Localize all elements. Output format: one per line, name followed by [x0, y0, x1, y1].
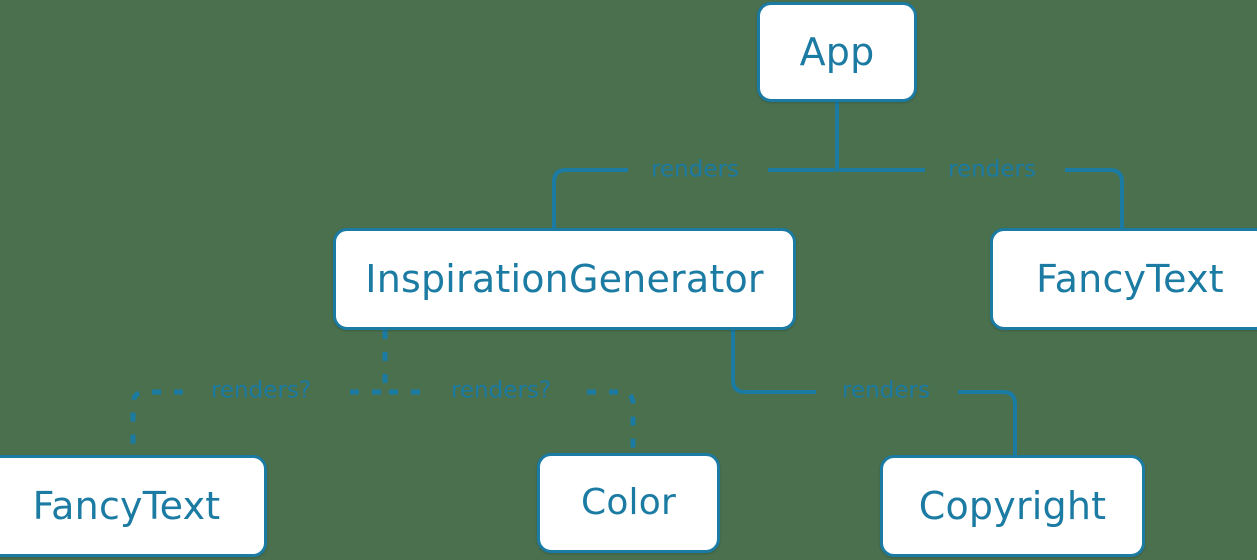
edge-label-inspirationgenerator-to-fancytext: renders?	[210, 377, 312, 404]
node-color-label: Color	[581, 482, 676, 523]
edge-label-inspirationgenerator-to-color: renders?	[450, 377, 552, 404]
node-copyright-label: Copyright	[918, 484, 1107, 528]
node-app[interactable]: App	[757, 2, 917, 102]
node-app-label: App	[799, 30, 875, 74]
node-inspirationgenerator-label: InspirationGenerator	[365, 257, 764, 301]
edge-label-inspirationgenerator-to-copyright: renders	[842, 377, 930, 404]
node-fancytext-bottom-label: FancyText	[32, 484, 221, 528]
edge-label-app-to-inspirationgenerator: renders	[651, 156, 739, 183]
node-fancytext-bottom[interactable]: FancyText	[0, 455, 267, 557]
node-fancytext-right-label: FancyText	[1036, 257, 1224, 301]
node-copyright[interactable]: Copyright	[880, 455, 1145, 557]
edge-label-app-to-fancytext: renders	[948, 156, 1036, 183]
node-fancytext-right[interactable]: FancyText	[990, 228, 1257, 330]
node-color[interactable]: Color	[537, 453, 720, 553]
node-inspirationgenerator[interactable]: InspirationGenerator	[333, 228, 796, 330]
